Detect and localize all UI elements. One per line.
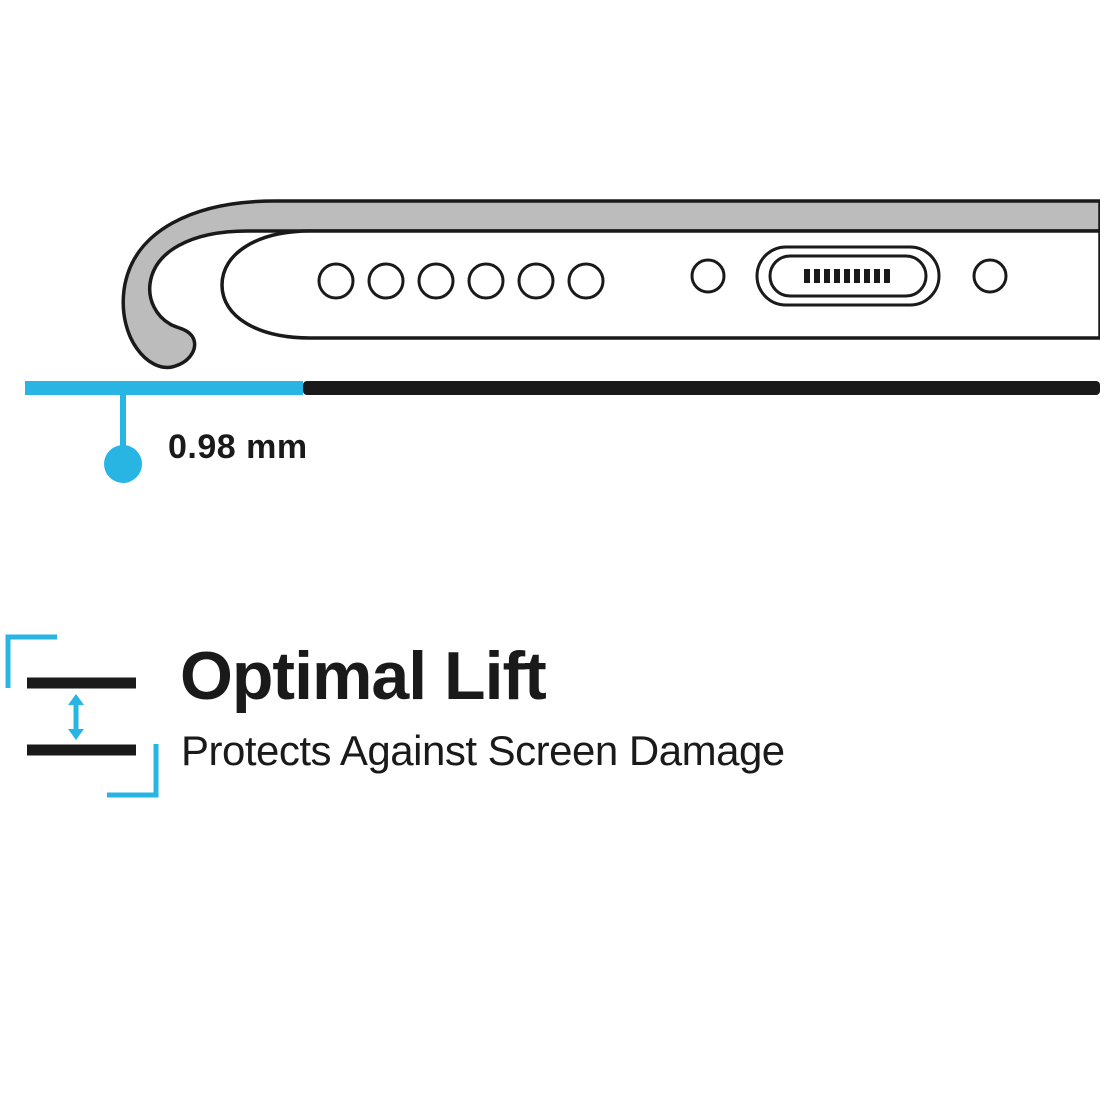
phone-case-bottom-illustration bbox=[121, 199, 1100, 370]
lift-icon bbox=[5, 634, 159, 798]
lift-measurement bbox=[25, 381, 1100, 483]
speaker-hole bbox=[567, 262, 605, 300]
measurement-label: 0.98 mm bbox=[168, 428, 308, 466]
bracket-bottom-right-icon bbox=[107, 744, 159, 798]
connector-pins bbox=[804, 269, 890, 283]
speaker-hole bbox=[317, 262, 355, 300]
case-outer-shell bbox=[121, 199, 1100, 370]
lift-gap-indicator-line bbox=[25, 381, 303, 395]
feature-title: Optimal Lift bbox=[180, 638, 547, 714]
speaker-hole bbox=[367, 262, 405, 300]
measurement-dot bbox=[104, 445, 142, 483]
speaker-hole bbox=[467, 262, 505, 300]
speaker-holes bbox=[317, 262, 605, 300]
speaker-hole bbox=[517, 262, 555, 300]
speaker-hole bbox=[417, 262, 455, 300]
screw-hole-right bbox=[972, 258, 1008, 294]
feature-subtitle: Protects Against Screen Damage bbox=[181, 727, 785, 774]
bracket-top-left-icon bbox=[5, 634, 57, 688]
charging-port bbox=[755, 245, 941, 307]
screw-hole-left bbox=[690, 258, 726, 294]
screen-edge-baseline bbox=[303, 381, 1100, 395]
double-arrow-vertical-icon bbox=[68, 694, 84, 740]
